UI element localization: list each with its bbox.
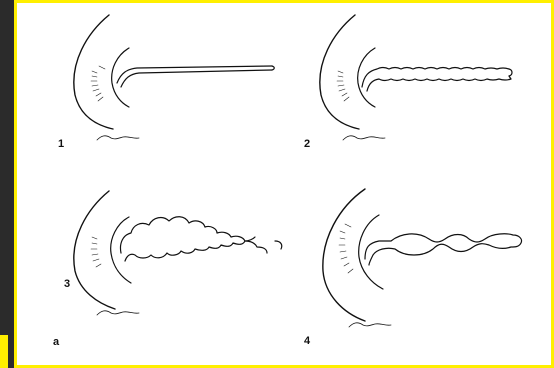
panel-3-drawing xyxy=(74,191,282,315)
panel-label-3: 3 xyxy=(64,278,70,290)
panel-label-1: 1 xyxy=(58,138,64,150)
panel-4-hatching xyxy=(339,224,353,273)
panel-3-hatching xyxy=(91,237,101,267)
yellow-tab-marker xyxy=(0,335,8,368)
part-label-a: a xyxy=(53,336,59,348)
left-dark-strip xyxy=(0,0,14,368)
panel-4-drawing xyxy=(323,189,522,327)
panel-1-hatching xyxy=(91,66,105,101)
panel-1-drawing xyxy=(74,15,274,140)
duct-ectasia-illustration xyxy=(17,3,551,365)
figure-panel: 1 2 3 a 4 xyxy=(14,0,554,368)
panel-label-2: 2 xyxy=(304,138,310,150)
panel-label-4: 4 xyxy=(304,335,310,347)
panel-2-drawing xyxy=(320,15,512,140)
panel-2-hatching xyxy=(337,71,349,101)
